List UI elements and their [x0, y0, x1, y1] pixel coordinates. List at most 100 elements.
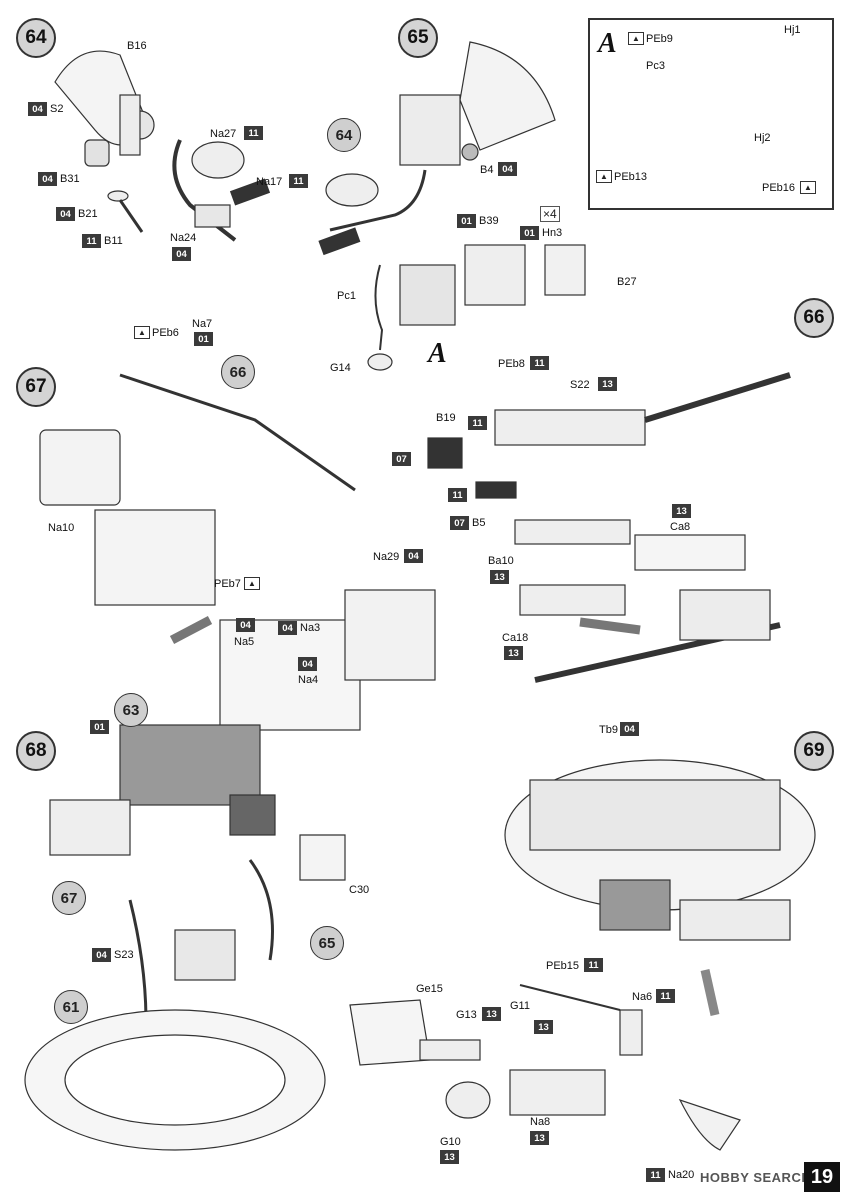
- photo-etch-icon: ▲: [596, 170, 612, 183]
- part-label: PEb9: [646, 33, 673, 45]
- part-label: Hj2: [754, 132, 771, 144]
- sprue-badge: 11: [656, 989, 675, 1003]
- part-label: Na5: [234, 636, 255, 648]
- sprue-badge: 01: [194, 332, 213, 346]
- part-label: Na4: [298, 674, 319, 686]
- step-number: 66: [794, 298, 834, 338]
- part-label: PEb16: [762, 182, 796, 194]
- part-label: G10: [440, 1136, 461, 1148]
- part-label: Na10: [48, 522, 75, 534]
- sprue-badge: 11: [448, 488, 467, 502]
- step-reference: 64: [327, 118, 361, 152]
- part-label: Na20: [668, 1169, 695, 1181]
- part-label: B19: [436, 412, 456, 424]
- sprue-badge: 11: [530, 356, 549, 370]
- part-label: PEb6: [152, 327, 179, 339]
- part-label: B39: [479, 215, 499, 227]
- part-label: B4: [480, 164, 494, 176]
- part-label: Tb9: [599, 724, 618, 736]
- quantity-multiplier: ×4: [540, 206, 560, 222]
- sprue-badge: 11: [244, 126, 263, 140]
- sprue-badge: 11: [468, 416, 487, 430]
- part-label: PEb8: [498, 358, 525, 370]
- sprue-badge: 04: [404, 549, 423, 563]
- step-number: 64: [16, 18, 56, 58]
- sprue-badge: 13: [504, 646, 523, 660]
- sprue-badge: 13: [598, 377, 617, 391]
- sprue-badge: 04: [498, 162, 517, 176]
- step-reference: 61: [54, 990, 88, 1024]
- sprue-badge: 11: [584, 958, 603, 972]
- part-label: B31: [60, 173, 80, 185]
- part-label: Na24: [170, 232, 197, 244]
- detail-inset-a: A: [588, 18, 834, 210]
- step-reference: 66: [221, 355, 255, 389]
- part-label: Na8: [530, 1116, 551, 1128]
- sprue-badge: 04: [172, 247, 191, 261]
- sprue-badge: 07: [450, 516, 469, 530]
- assembly-letter: A: [428, 338, 447, 369]
- sprue-badge: 04: [38, 172, 57, 186]
- sprue-badge: 01: [457, 214, 476, 228]
- photo-etch-icon: ▲: [244, 577, 260, 590]
- part-label: Na6: [632, 991, 653, 1003]
- step-reference: 67: [52, 881, 86, 915]
- sprue-badge: 04: [278, 621, 297, 635]
- part-label: G14: [330, 362, 351, 374]
- part-label: Hn3: [542, 227, 563, 239]
- sprue-badge: 13: [672, 504, 691, 518]
- part-label: S2: [50, 103, 64, 115]
- part-label: B16: [127, 40, 147, 52]
- part-label: B21: [78, 208, 98, 220]
- step-number: 68: [16, 731, 56, 771]
- part-label: Na7: [192, 318, 213, 330]
- sprue-badge: 04: [28, 102, 47, 116]
- part-label: S23: [114, 949, 134, 961]
- photo-etch-icon: ▲: [628, 32, 644, 45]
- sprue-badge: 04: [92, 948, 111, 962]
- part-label: B5: [472, 517, 486, 529]
- part-label: Na29: [373, 551, 400, 563]
- sprue-badge: 04: [236, 618, 255, 632]
- sprue-badge: 13: [530, 1131, 549, 1145]
- part-label: Ge15: [416, 983, 443, 995]
- sprue-badge: 04: [620, 722, 639, 736]
- sprue-badge: 11: [646, 1168, 665, 1182]
- part-label: Ba10: [488, 555, 514, 567]
- sprue-badge: 07: [392, 452, 411, 466]
- part-label: PEb15: [546, 960, 580, 972]
- sprue-badge: 04: [298, 657, 317, 671]
- part-label: PEb7: [214, 578, 241, 590]
- part-label: Ca18: [502, 632, 529, 644]
- page-number: 19: [804, 1162, 840, 1192]
- sprue-badge: 11: [289, 174, 308, 188]
- inset-letter: A: [598, 28, 617, 59]
- part-label: B11: [104, 235, 123, 247]
- part-label: G11: [510, 1000, 530, 1012]
- sprue-badge: 04: [56, 207, 75, 221]
- part-label: S22: [570, 379, 590, 391]
- sprue-badge: 01: [520, 226, 539, 240]
- photo-etch-icon: ▲: [800, 181, 816, 194]
- part-label: Na17: [256, 176, 283, 188]
- step-number: 65: [398, 18, 438, 58]
- step-reference: 65: [310, 926, 344, 960]
- sprue-badge: 13: [482, 1007, 501, 1021]
- part-label: G13: [456, 1009, 477, 1021]
- part-label: PEb13: [614, 171, 648, 183]
- sprue-badge: 13: [440, 1150, 459, 1164]
- part-label: B27: [617, 276, 637, 288]
- step-number: 69: [794, 731, 834, 771]
- sprue-badge: 13: [534, 1020, 553, 1034]
- part-label: Ca8: [670, 521, 691, 533]
- watermark: HOBBY SEARCH: [700, 1170, 812, 1185]
- part-label: Hj1: [784, 24, 801, 36]
- part-label: Na27: [210, 128, 237, 140]
- sprue-badge: 01: [90, 720, 109, 734]
- part-label: Na3: [300, 622, 321, 634]
- step-reference: 63: [114, 693, 148, 727]
- step-number: 67: [16, 367, 56, 407]
- sprue-badge: 13: [490, 570, 509, 584]
- part-label: Pc1: [337, 290, 356, 302]
